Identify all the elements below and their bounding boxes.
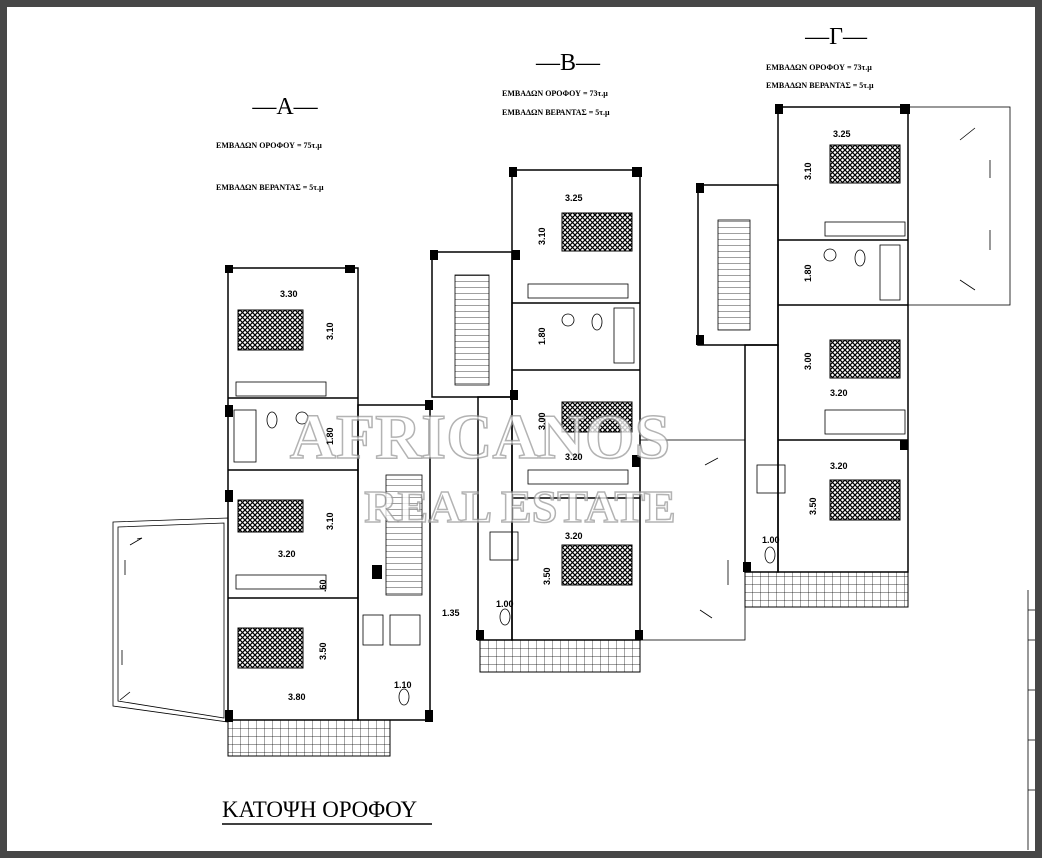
unit-gamma-floor-area: ΕΜΒΑΔΩΝ ΟΡΟΦΟΥ = 73τ.μ (766, 63, 872, 72)
dimension: 3.10 (325, 512, 335, 530)
bed-icon (237, 499, 304, 533)
bed-icon (829, 479, 901, 521)
dimension: 1.00 (762, 535, 780, 545)
unit-a-floor-area: ΕΜΒΑΔΩΝ ΟΡΟΦΟΥ = 75τ.μ (216, 141, 322, 150)
unit-b-title: —B— (535, 50, 601, 76)
watermark-line1: AFRICANOS (290, 401, 670, 472)
dimension: 3.25 (565, 193, 583, 203)
toilet-icon (398, 688, 410, 706)
staircase-a (385, 474, 423, 596)
drawing-sheet: AFRICANOS REAL ESTATE —A— ΕΜΒΑΔΩΝ ΟΡΟΦΟΥ… (7, 7, 1035, 851)
dimension: 1.80 (803, 264, 813, 282)
dimension: 3.10 (803, 162, 813, 180)
sink-icon (295, 411, 309, 425)
bathtub-icon (879, 244, 901, 301)
unit-a-veranda-area: ΕΜΒΑΔΩΝ ΒΕΡΑΝΤΑΣ = 5τ.μ (216, 183, 324, 192)
shower-icon (489, 531, 519, 561)
unit-b-floor-area: ΕΜΒΑΔΩΝ ΟΡΟΦΟΥ = 73τ.μ (502, 89, 608, 98)
dimension: 3.20 (565, 531, 583, 541)
shower-icon (389, 614, 421, 646)
unit-gamma-title: —Γ— (804, 24, 868, 50)
balcony-a (227, 719, 391, 757)
staircase-gamma (717, 219, 751, 331)
bathtub-icon (613, 307, 635, 364)
unit-b-veranda-area: ΕΜΒΑΔΩΝ ΒΕΡΑΝΤΑΣ = 5τ.μ (502, 108, 610, 117)
floor-plan-drawing: AFRICANOS REAL ESTATE —A— ΕΜΒΑΔΩΝ ΟΡΟΦΟΥ… (112, 24, 1035, 850)
bed-icon (561, 212, 633, 252)
watermark-line2: REAL ESTATE (364, 481, 675, 532)
bed-icon (561, 544, 633, 586)
veranda-a (112, 517, 229, 723)
dimension: 3.10 (325, 322, 335, 340)
unit-gamma-veranda-area: ΕΜΒΑΔΩΝ ΒΕΡΑΝΤΑΣ = 5τ.μ (766, 81, 874, 90)
unit-a-plan (112, 265, 433, 757)
dimension: 3.25 (833, 129, 851, 139)
shower-icon (756, 464, 786, 494)
dimension: 1.35 (442, 608, 460, 618)
balcony-b (479, 639, 641, 673)
dimension: .60 (318, 579, 328, 592)
unit-b-plan (430, 167, 746, 673)
dimension: 3.50 (318, 642, 328, 660)
staircase-b (454, 274, 490, 386)
dimension: 3.80 (288, 692, 306, 702)
bed-icon (829, 144, 901, 184)
dimension: 3.20 (278, 549, 296, 559)
unit-a-title: —A— (251, 94, 318, 120)
bathtub-icon (233, 409, 257, 463)
toilet-icon (266, 411, 278, 429)
dimension: 3.00 (803, 352, 813, 370)
bed-icon (829, 339, 901, 379)
unit-gamma-plan (696, 104, 1011, 608)
dimension: 3.30 (280, 289, 298, 299)
dimension: 1.80 (325, 427, 335, 445)
dimension: 3.50 (542, 567, 552, 585)
plan-title: ΚΑΤΟΨΗ ΟΡΟΦΟΥ (222, 797, 418, 822)
dimension: 1.10 (394, 680, 412, 690)
wardrobe (235, 381, 327, 397)
bed-icon (237, 627, 304, 669)
balcony-gamma (744, 571, 909, 608)
dimension: 3.20 (565, 452, 583, 462)
dimension: 3.50 (808, 497, 818, 515)
dimension: 3.20 (830, 461, 848, 471)
dimension: 3.10 (537, 227, 547, 245)
dimension: 1.80 (537, 327, 547, 345)
dimension: 3.00 (537, 412, 547, 430)
dimension: 1.00 (496, 599, 514, 609)
bed-icon (237, 309, 304, 351)
dimension: 3.20 (830, 388, 848, 398)
veranda-gamma (907, 106, 1011, 306)
bed-icon (561, 401, 633, 433)
